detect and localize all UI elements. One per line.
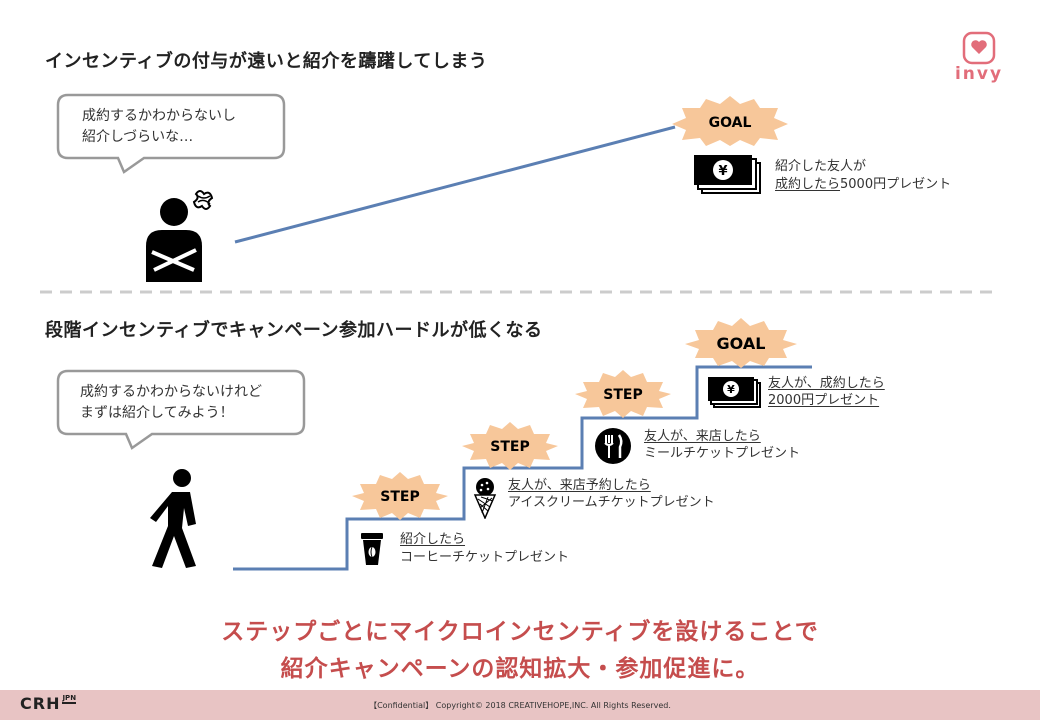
footer-copyright: 【Confidential】 Copyright© 2018 CREATIVEH…: [369, 701, 671, 710]
invy-logo: invy: [948, 30, 1010, 90]
step-label-1: STEP: [380, 489, 419, 505]
staircase-line: [233, 365, 812, 571]
closing-line-1: ステップごとにマイクロインセンティブを設けることで: [221, 619, 819, 645]
closing-line-2: 紹介キャンペーンの認知拡大・参加促進に。: [280, 656, 760, 682]
bottom-goal-badge: GOAL: [685, 318, 797, 368]
bottom-speech-bubble: [56, 369, 306, 450]
step1-line-2: コーヒーチケットプレゼント: [400, 550, 570, 565]
top-speech-bubble: [56, 93, 286, 174]
step-badge-2: STEP: [462, 422, 558, 470]
step1-line-1: 紹介したら: [400, 532, 466, 547]
walking-person-icon: [150, 469, 196, 568]
step3-line-1: 友人が、来店したら: [644, 429, 761, 444]
logo-text: invy: [954, 64, 1004, 84]
step3-line-2: ミールチケットプレゼント: [644, 446, 801, 461]
top-heading: インセンティブの付与が遠いと紹介を躊躇してしまう: [45, 51, 488, 72]
section-divider: [40, 290, 995, 294]
step4-line-1: 友人が、成約したら: [768, 376, 885, 391]
top-reward-rest: 5000円プレゼント: [840, 177, 952, 192]
ice-cream-icon: [473, 478, 497, 519]
footer-brand-main: CRH: [20, 694, 61, 713]
svg-text:¥: ¥: [718, 164, 727, 179]
step-label-3: STEP: [603, 387, 642, 403]
worried-person-icon: [146, 190, 214, 282]
footer-brand-sub: JPN: [62, 694, 77, 704]
step2-line-2: アイスクリームチケットプレゼント: [508, 495, 715, 510]
step-badge-1: STEP: [352, 472, 448, 520]
bottom-heading: 段階インセンティブでキャンペーン参加ハードルが低くなる: [45, 320, 543, 341]
yen-bills-icon: ¥: [694, 155, 761, 194]
coffee-cup-icon: [361, 533, 383, 565]
step4-line-2: 2000円プレゼント: [768, 393, 880, 408]
top-reward-line-2: 成約したら5000円プレゼント: [775, 176, 951, 194]
step2-line-1: 友人が、来店予約したら: [508, 478, 651, 493]
step-badge-3: STEP: [575, 370, 671, 418]
top-goal-label: GOAL: [709, 115, 752, 131]
top-bubble-line-1: 成約するかわからないし: [82, 108, 236, 124]
top-progress-line: [234, 125, 676, 244]
top-reward-underlined: 成約したら: [775, 177, 841, 192]
top-reward-line-1: 紹介した友人が: [775, 159, 867, 174]
fork-knife-icon: [595, 428, 631, 464]
step-label-2: STEP: [490, 439, 529, 455]
top-goal-badge: GOAL: [672, 96, 788, 146]
goal-yen-bills-icon: ¥: [708, 377, 761, 408]
svg-text:¥: ¥: [727, 383, 735, 396]
bottom-bubble-line-1: 成約するかわからないけれど: [80, 384, 262, 400]
top-bubble-line-2: 紹介しづらいな…: [82, 129, 194, 145]
bottom-bubble-line-2: まずは紹介してみよう！: [80, 405, 234, 421]
heart-box-icon: [962, 31, 996, 65]
footer-bar: [0, 690, 1040, 720]
bottom-goal-label: GOAL: [717, 334, 766, 353]
